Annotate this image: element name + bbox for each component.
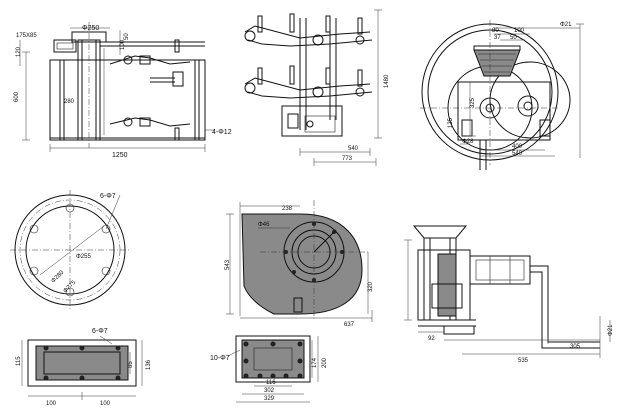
view-small-plate-left: [21, 335, 143, 400]
dim-320: 320: [368, 281, 374, 292]
dim-diameter-28: Φ28: [462, 139, 474, 145]
dim-holes-10: 10-Φ7: [210, 355, 230, 362]
dim-holes-6-small: 6-Φ7: [92, 328, 108, 335]
dim-637: 637: [344, 322, 355, 328]
dim-115: 115: [16, 356, 22, 366]
dim-50: 50: [124, 33, 130, 40]
dim-50: 50: [510, 35, 517, 41]
dim-100: 100: [120, 39, 126, 50]
dim-height-1480: 1480: [384, 74, 390, 88]
dim-80: 80: [492, 28, 499, 34]
dim-400: 400: [512, 144, 523, 150]
dim-543: 543: [225, 259, 231, 270]
dim-136: 136: [146, 359, 152, 370]
dim-100-a: 100: [46, 401, 57, 407]
view-flange-circle: [10, 190, 130, 310]
dim-height-600: 600: [14, 91, 20, 102]
dim-holes-4: 4-Φ12: [212, 129, 232, 136]
dim-100: 100: [514, 28, 525, 34]
view-fan-side: [404, 225, 611, 358]
dim-125: 125: [448, 117, 454, 128]
dim-diameter-46: Φ46: [258, 222, 270, 228]
dim-flange-size: 175X85: [16, 33, 37, 39]
dim-width-540: 540: [348, 146, 359, 152]
dim-302: 302: [264, 388, 275, 394]
dim-hole-21-right: Φ21: [608, 324, 614, 336]
dim-hole-21: Φ21: [560, 22, 572, 28]
dim-top-diameter: Φ250: [82, 25, 99, 32]
view-front-elevation: [19, 22, 215, 152]
dim-height-120: 120: [16, 46, 22, 57]
dim-116: 116: [266, 380, 276, 386]
view-side-elevation: [244, 9, 382, 166]
dim-200: 200: [322, 357, 328, 368]
dim-85: 85: [128, 361, 134, 368]
dim-100-b: 100: [100, 401, 111, 407]
dim-329: 329: [264, 396, 275, 402]
dim-holes-6: 6-Φ7: [100, 193, 116, 200]
dim-540: 540: [512, 151, 523, 157]
dim-325: 325: [470, 97, 476, 108]
dim-37: 37: [494, 35, 501, 41]
dim-535: 535: [518, 358, 529, 364]
dim-pcd-255: Φ255: [76, 254, 91, 260]
dim-92: 92: [428, 336, 435, 342]
dim-width-1250: 1250: [112, 152, 128, 159]
dim-238: 238: [282, 206, 293, 212]
dim-width-280: 280: [64, 99, 75, 105]
view-fan-plan: [420, 20, 584, 170]
view-volute-casing: [226, 200, 373, 322]
dim-width-773: 773: [342, 156, 353, 162]
dim-174: 174: [312, 357, 318, 368]
dim-305: 305: [570, 344, 581, 350]
view-small-plate-mid: [227, 335, 319, 403]
dim-pcd-280: Φ280: [51, 269, 66, 284]
